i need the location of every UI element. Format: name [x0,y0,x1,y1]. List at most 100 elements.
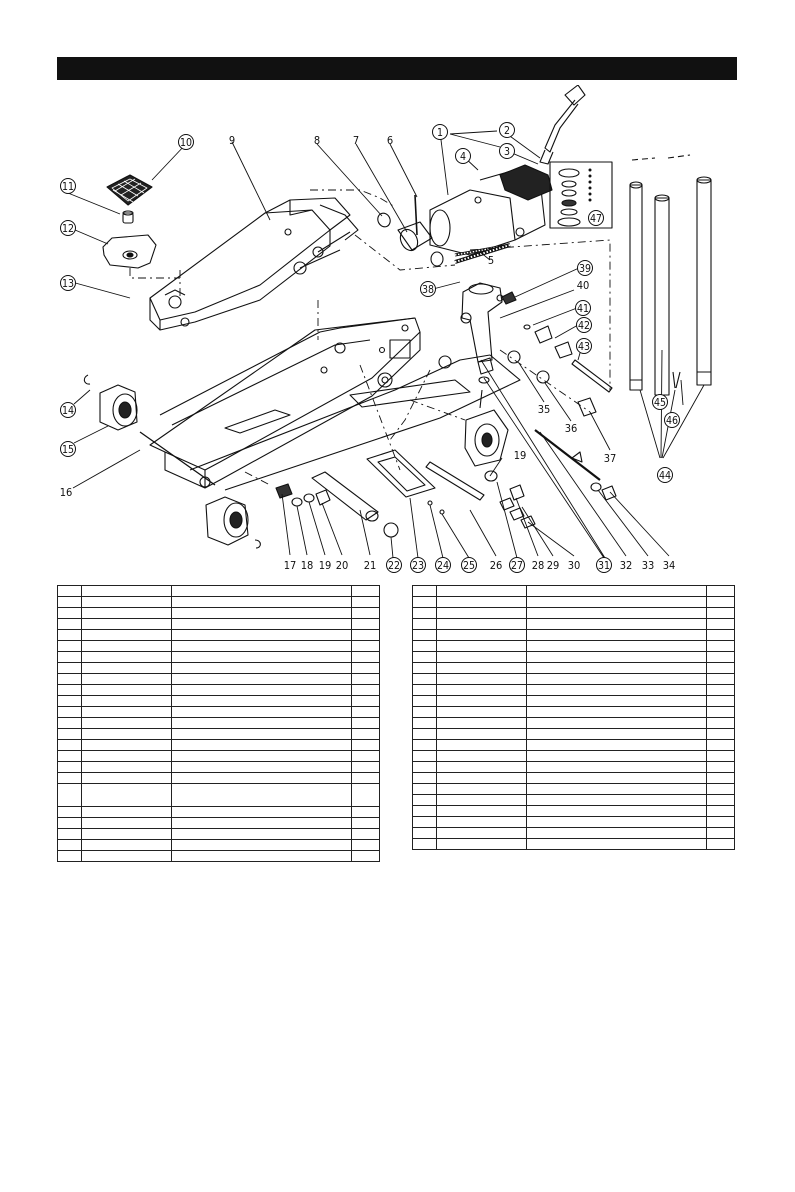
table-cell [706,640,735,652]
table-row [57,695,380,707]
bottom-plate-drawing [366,449,445,515]
saddle-pad-drawing [106,174,153,206]
table-cell [171,739,352,751]
table-cell [526,772,707,784]
callout-7: 7 [353,134,359,147]
table-cell [412,706,437,718]
callout-29: 29 [547,559,560,572]
callout-42: 42 [576,317,592,333]
callout-46: 46 [664,412,680,428]
callout-19: 19 [319,559,332,572]
callout-2: 2 [499,122,515,138]
table-cell [171,629,352,641]
callout-circle [60,275,76,291]
callout-number: 35 [538,403,551,416]
table-cell [171,817,352,829]
table-cell [81,728,172,740]
table-row [412,827,735,839]
callout-number: 24 [437,560,449,572]
table-cell [412,596,437,608]
callout-36: 36 [565,422,578,435]
callout-number: 26 [490,559,503,572]
table-cell [526,673,707,685]
table-cell [57,629,82,641]
table-cell [171,596,352,608]
callout-number: 13 [62,278,74,290]
callout-number: 46 [666,415,678,427]
callout-circle [664,412,680,428]
callout-38: 38 [420,281,436,297]
table-cell [81,629,172,641]
callout-43: 43 [576,338,592,354]
table-cell [412,783,437,795]
table-cell [436,838,527,850]
callout-45: 45 [652,394,668,410]
callout-33: 33 [642,559,655,572]
callout-circle [499,122,515,138]
table-cell [706,783,735,795]
table-cell [351,695,380,707]
table-cell [412,651,437,663]
table-cell [412,585,437,597]
table-cell [57,828,82,840]
table-cell [412,838,437,850]
table-cell [526,596,707,608]
table-cell [171,662,352,674]
callout-circle [386,557,402,573]
callout-circle [509,557,525,573]
callout-24: 24 [435,557,451,573]
callout-circle [461,557,477,573]
callout-27: 27 [509,557,525,573]
table-row [412,728,735,740]
table-cell [526,640,707,652]
saddle-drawing [102,234,157,269]
table-row [57,618,380,630]
callout-5: 5 [488,254,494,267]
table-cell [436,805,527,817]
table-row [57,684,380,696]
table-cell [351,662,380,674]
callout-34: 34 [663,559,676,572]
callout-circle [657,467,673,483]
table-cell [81,772,172,784]
callout-28: 28 [532,559,545,572]
callout-circle [60,178,76,194]
table-cell [351,783,380,807]
handle-tubes-drawing [629,154,712,396]
callout-number: 1 [437,127,443,139]
callout-circle [455,148,471,164]
callout-20: 20 [336,559,349,572]
callout-6: 6 [387,134,393,147]
table-cell [436,728,527,740]
callout-number: 11 [62,181,74,193]
callout-number: 34 [663,559,676,572]
release-valve-drawing [539,85,586,165]
table-cell [526,662,707,674]
callout-12: 12 [60,220,76,236]
table-row [412,816,735,828]
callout-8: 8 [314,134,320,147]
table-row [412,838,735,850]
table-cell [57,750,82,762]
table-row [412,684,735,696]
table-cell [351,673,380,685]
table-row [412,750,735,762]
table-cell [526,706,707,718]
callout-4: 4 [455,148,471,164]
table-row [412,772,735,784]
table-row [57,739,380,751]
header-bar [57,57,737,80]
table-cell [706,651,735,663]
callout-39: 39 [577,260,593,276]
table-cell [171,651,352,663]
table-cell [351,607,380,619]
pump-unit-drawing [429,164,553,257]
table-cell [171,850,352,862]
table-cell [57,640,82,652]
table-cell [436,761,527,773]
callout-number: 25 [463,560,475,572]
callout-1: 1 [432,124,448,140]
callout-number: 20 [336,559,349,572]
callout-number: 30 [568,559,581,572]
table-cell [81,817,172,829]
